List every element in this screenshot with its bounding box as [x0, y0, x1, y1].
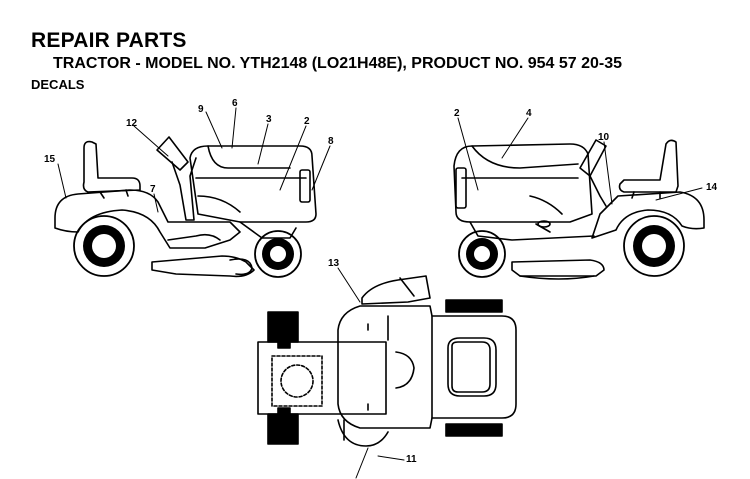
front-wheel-right [458, 230, 506, 278]
callout-12: 12 [126, 118, 138, 129]
steering-wheel-top [361, 275, 431, 305]
callout-14: 14 [706, 182, 718, 193]
callout-8: 8 [328, 136, 334, 147]
callout-3: 3 [266, 114, 272, 125]
rear-wheel-right [623, 215, 685, 277]
front-wheel [254, 230, 302, 278]
seat-top [447, 337, 497, 397]
front-wheel-top-lower [267, 413, 299, 445]
rear-fender [54, 189, 241, 249]
callout-labels: 15 12 9 6 3 2 8 7 2 4 10 14 13 11 [44, 98, 718, 465]
callout-11: 11 [406, 454, 417, 465]
hood-top [257, 341, 387, 415]
hood [189, 145, 317, 223]
model-subtitle: TRACTOR - MODEL NO. YTH2148 (LO21H48E), … [53, 55, 623, 72]
callout-9: 9 [198, 104, 204, 115]
callout-6: 6 [232, 98, 238, 109]
rear-wheel-top-upper [445, 299, 503, 313]
steering-wheel-right [579, 139, 607, 177]
mower-deck [151, 255, 255, 278]
seat-right [618, 139, 679, 193]
section-heading: DECALS [31, 77, 85, 92]
callout-13: 13 [328, 258, 340, 269]
hood-right [453, 143, 593, 223]
seat [82, 140, 141, 193]
callout-7: 7 [150, 184, 156, 195]
page-title: REPAIR PARTS [31, 29, 187, 52]
tractor-left-side-view [54, 136, 317, 278]
mower-deck-right [511, 259, 605, 277]
callout-15: 15 [44, 154, 56, 165]
rear-wheel-top-lower [445, 423, 503, 437]
callout-4: 4 [526, 108, 532, 119]
leader-lines [57, 107, 703, 479]
callout-2-right: 2 [454, 108, 460, 119]
rear-fender-right [591, 191, 705, 239]
rear-wheel [73, 215, 135, 277]
callout-10: 10 [598, 132, 610, 143]
tractor-right-side-view [453, 139, 705, 280]
callout-2-left: 2 [304, 116, 310, 127]
tractor-top-view [257, 275, 517, 447]
body-top [337, 305, 517, 429]
front-wheel-top-upper [267, 311, 299, 343]
